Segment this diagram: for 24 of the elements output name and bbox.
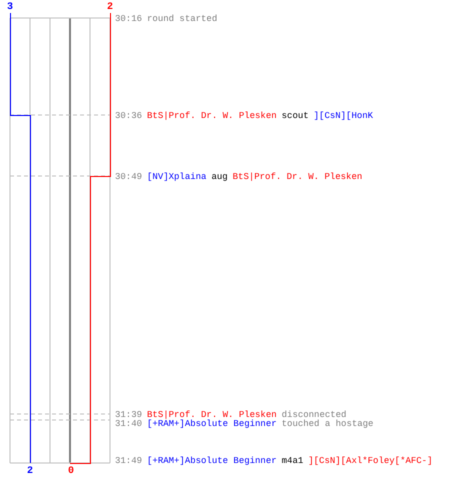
timestamp: 30:36 bbox=[115, 111, 142, 121]
player-name: [NV]Xplaina bbox=[147, 172, 206, 182]
player-name: BtS|Prof. Dr. W. Plesken bbox=[232, 172, 362, 182]
timestamp: 30:49 bbox=[115, 172, 142, 182]
weapon-name: m4a1 bbox=[282, 456, 304, 466]
player-name: BtS|Prof. Dr. W. Plesken bbox=[147, 111, 277, 121]
timestamp: 30:16 bbox=[115, 14, 142, 24]
timestamp: 31:40 bbox=[115, 419, 142, 429]
player-name: ][CsN][HonK bbox=[314, 111, 374, 121]
weapon-name: aug bbox=[211, 172, 228, 182]
event-text: touched a hostage bbox=[282, 419, 374, 429]
timestamp: 31:49 bbox=[115, 456, 142, 466]
team-count: 2 bbox=[107, 3, 114, 13]
team-count: 2 bbox=[27, 467, 34, 477]
timestamp: 31:39 bbox=[115, 410, 142, 420]
event-text: disconnected bbox=[282, 410, 346, 420]
weapon-name: scout bbox=[282, 111, 309, 121]
player-name: BtS|Prof. Dr. W. Plesken bbox=[147, 410, 277, 420]
player-name: [+RAM+]Absolute Beginner bbox=[147, 419, 277, 429]
player-name: ][CsN][Axl*Foley[*AFC-] bbox=[308, 456, 432, 466]
team-count: 0 bbox=[68, 467, 74, 477]
event-text: round started bbox=[147, 14, 218, 24]
player-name: [+RAM+]Absolute Beginner bbox=[147, 456, 277, 466]
team-count: 3 bbox=[7, 3, 14, 13]
